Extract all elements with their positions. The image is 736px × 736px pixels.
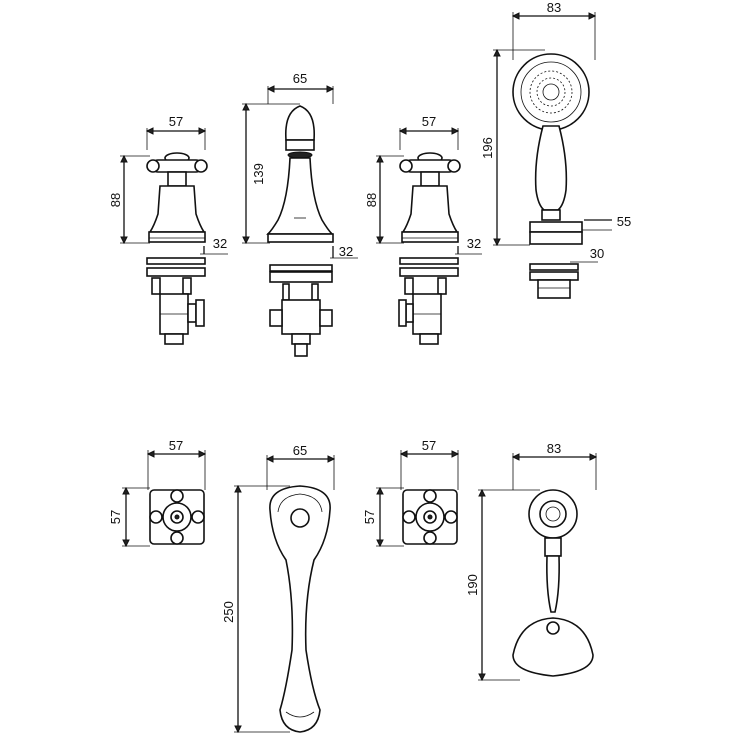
front-left-stem-label: 32 bbox=[213, 236, 227, 251]
top-right-width-label: 57 bbox=[422, 438, 436, 453]
front-left-handle: 57 88 32 bbox=[108, 114, 228, 345]
front-shower-base-label: 30 bbox=[590, 246, 604, 261]
top-spout-width-label: 65 bbox=[293, 443, 307, 458]
top-spout: 65 250 bbox=[221, 443, 336, 734]
top-shower-width-label: 83 bbox=[547, 441, 561, 456]
front-left-width-label: 57 bbox=[169, 114, 183, 129]
top-left-handle: 57 57 bbox=[108, 438, 207, 548]
top-spout-length-label: 250 bbox=[221, 601, 236, 623]
front-spout: 65 139 32 bbox=[242, 71, 358, 357]
front-spout-height-label: 139 bbox=[251, 163, 266, 185]
front-spout-width-label: 65 bbox=[293, 71, 307, 86]
top-hand-shower: 83 190 bbox=[465, 441, 598, 682]
top-right-handle: 57 57 bbox=[362, 438, 460, 548]
front-shower-holder-label: 55 bbox=[617, 214, 631, 229]
top-left-width-label: 57 bbox=[169, 438, 183, 453]
front-right-stem-label: 32 bbox=[467, 236, 481, 251]
front-shower-height-label: 196 bbox=[480, 137, 495, 159]
top-left-height-label: 57 bbox=[108, 510, 123, 524]
front-right-width-label: 57 bbox=[422, 114, 436, 129]
top-right-height-label: 57 bbox=[362, 510, 377, 524]
front-shower-width-label: 83 bbox=[547, 0, 561, 15]
front-spout-stem-label: 32 bbox=[339, 244, 353, 259]
front-right-handle: 57 88 32 bbox=[364, 114, 482, 345]
front-left-height-label: 88 bbox=[108, 193, 123, 207]
top-shower-length-label: 190 bbox=[465, 574, 480, 596]
front-hand-shower: 83 196 55 30 bbox=[480, 0, 631, 299]
front-right-height-label: 88 bbox=[364, 193, 379, 207]
